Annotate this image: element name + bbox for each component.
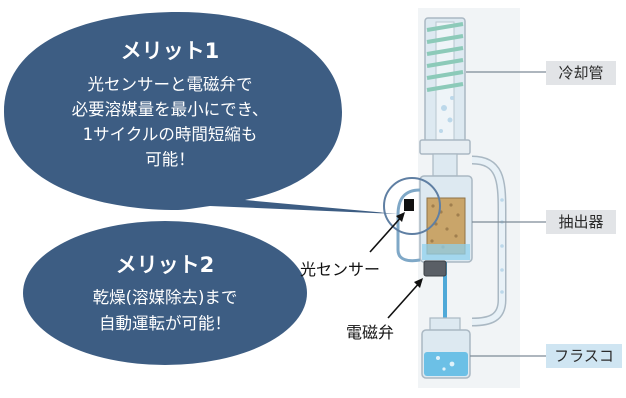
- apparatus: [383, 8, 520, 388]
- flask-tag-box: [546, 344, 622, 368]
- sensor-highlight-circle: [383, 177, 441, 235]
- merit1-line-3: 1サイクルの時間短縮も: [83, 125, 258, 144]
- sensor-loop-tube: [396, 188, 421, 263]
- flask-solvent: [424, 352, 468, 376]
- tag-leaders: [466, 71, 546, 357]
- flask-bubbles: [436, 356, 455, 371]
- side-arm-bubbles: [500, 198, 504, 294]
- merit1-bubble-shape: [4, 12, 398, 214]
- solenoid-valve-arrow: [387, 280, 422, 319]
- merit2-title: メリット2: [116, 253, 215, 277]
- vapor-side-arm-inner: [471, 157, 505, 325]
- merit1-title: メリット1: [121, 39, 220, 63]
- extractor-tag-box: [546, 210, 616, 234]
- merit1-line-2: 必要溶媒量を最小にでき、: [72, 100, 269, 119]
- condenser-cap: [419, 139, 471, 155]
- solenoid-valve-arrowhead: [414, 278, 423, 288]
- light-sensor-label: 光センサー: [300, 260, 380, 279]
- light-sensor-arrow: [369, 214, 404, 253]
- flask: [421, 317, 471, 379]
- condenser-tag: 冷却管: [546, 61, 616, 85]
- merit1-line-1: 光センサーと電磁弁で: [88, 75, 253, 94]
- solenoid-valve-label: 電磁弁: [346, 323, 394, 342]
- extractor-tag: 抽出器: [546, 210, 616, 234]
- condenser-tag-box: [546, 61, 616, 85]
- extractor-neck: [432, 153, 458, 177]
- flask-tag-label: フラスコ: [554, 347, 614, 365]
- solenoid-valve-unit: [423, 260, 447, 277]
- solvent-in-chamber: [422, 244, 470, 260]
- cooling-coil: [426, 22, 464, 92]
- light-sensor-arrowhead: [396, 212, 405, 222]
- light-sensor-unit: [404, 199, 414, 211]
- flask-tag: フラスコ: [546, 344, 622, 368]
- extractor: [396, 153, 507, 327]
- solenoid-valve-callout: 電磁弁: [346, 278, 423, 342]
- merit1-bubble: メリット1 光センサーと電磁弁で 必要溶媒量を最小にでき、 1サイクルの時間短縮…: [4, 12, 398, 214]
- condenser-tag-label: 冷却管: [558, 64, 603, 82]
- merit2-bubble: メリット2 乾燥(溶媒除去)まで 自動運転が可能！: [23, 221, 307, 365]
- extractor-tag-label: 抽出器: [558, 213, 603, 231]
- merit2-line-1: 乾燥(溶媒除去)まで: [93, 288, 238, 307]
- merit2-line-2: 自動運転が可能！: [99, 314, 231, 333]
- light-sensor-callout: 光センサー: [300, 212, 405, 279]
- vapor-bubbles: [439, 96, 454, 133]
- merit2-bubble-shape: [23, 221, 307, 365]
- merit1-line-4: 可能！: [145, 150, 195, 169]
- condenser: [419, 17, 471, 155]
